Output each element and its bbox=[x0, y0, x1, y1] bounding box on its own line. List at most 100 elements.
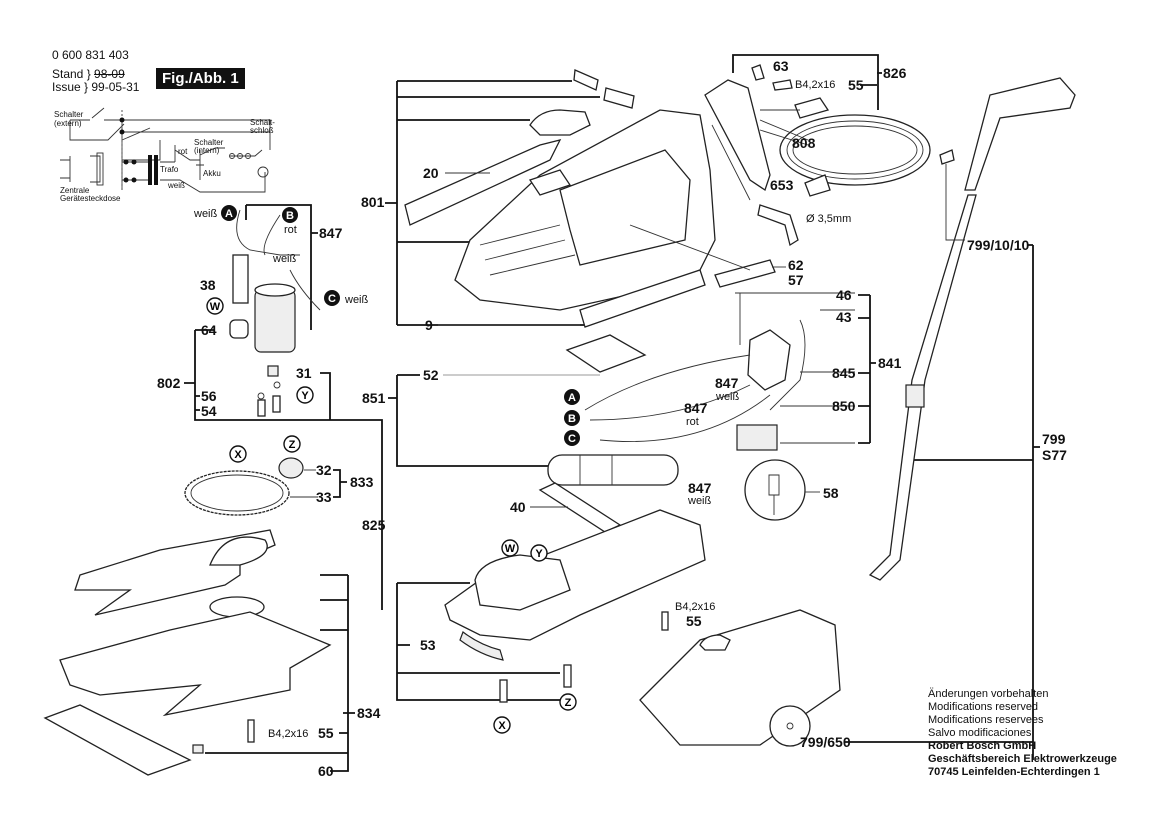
label-834: 834 bbox=[357, 705, 381, 721]
svg-text:A: A bbox=[225, 208, 233, 220]
label-802: 802 bbox=[157, 375, 181, 391]
schematic-switch-external: Schalter bbox=[54, 110, 84, 119]
svg-text:Y: Y bbox=[301, 390, 309, 402]
label-55-charger: 55 bbox=[848, 77, 864, 93]
label-825: 825 bbox=[362, 517, 386, 533]
footer-division: Geschäftsbereich Elektrowerkzeuge bbox=[928, 753, 1117, 765]
callout-c-battery: C bbox=[564, 430, 580, 446]
label-58: 58 bbox=[823, 485, 839, 501]
label-62: 62 bbox=[788, 257, 804, 273]
label-653: 653 bbox=[770, 177, 794, 193]
callout-a-motor: A bbox=[221, 205, 237, 221]
footer-line: Salvo modificaciones bbox=[928, 727, 1032, 739]
label-847-electronics: 847 bbox=[715, 375, 739, 391]
schematic-switch-internal-2: (intern) bbox=[194, 146, 220, 155]
label-43: 43 bbox=[836, 309, 852, 325]
callout-z-housing: Z bbox=[559, 693, 577, 711]
battery-assembly-851: 52 851 40 bbox=[362, 334, 679, 533]
wiring-schematic: Schalter (extern) Schalter (intern) Scha… bbox=[54, 107, 275, 203]
svg-text:Y: Y bbox=[535, 548, 543, 560]
wire-color-b: rot bbox=[284, 224, 297, 236]
svg-text:B: B bbox=[568, 413, 576, 425]
label-55-housing: 55 bbox=[686, 613, 702, 629]
callout-a-battery: A bbox=[564, 389, 580, 405]
callout-c-motor: C bbox=[324, 290, 340, 306]
svg-text:X: X bbox=[498, 720, 506, 732]
label-64: 64 bbox=[201, 322, 217, 338]
housing-assembly-801: 20 801 9 62 57 bbox=[361, 69, 804, 333]
callout-z-gear: Z bbox=[283, 435, 301, 453]
blade-assembly-834: B4,2x16 55 834 60 bbox=[43, 529, 381, 779]
label-799: 799 bbox=[1042, 431, 1066, 447]
screw-spec-housing: B4,2x16 bbox=[675, 601, 715, 613]
label-40: 40 bbox=[510, 499, 526, 515]
footer-notes: Änderungen vorbehalten Modifications res… bbox=[928, 688, 1117, 779]
callout-w-housing: W bbox=[501, 539, 519, 557]
footer-address: 70745 Leinfelden-Echterdingen 1 bbox=[928, 766, 1100, 778]
schematic-socket: Zentrale bbox=[60, 186, 90, 195]
label-60: 60 bbox=[318, 763, 334, 779]
gear-assembly-833: 32 33 833 825 bbox=[184, 457, 386, 533]
label-52: 52 bbox=[423, 367, 439, 383]
footer-company: Robert Bosch GmbH bbox=[928, 740, 1037, 752]
wire-color-electronics: weiß bbox=[715, 391, 740, 403]
footer-line: Modifications reserved bbox=[928, 701, 1039, 713]
label-847-motor: 847 bbox=[319, 225, 343, 241]
schematic-keylock-2: schloß bbox=[250, 126, 274, 135]
wire-color-c: weiß bbox=[344, 294, 369, 306]
label-S77: S77 bbox=[1042, 447, 1067, 463]
stand-label: Stand bbox=[52, 67, 84, 81]
schematic-white: weiß bbox=[167, 181, 185, 190]
callouts: A B C W Y X Z A B C W Y X Z bbox=[206, 205, 580, 734]
motor-assembly-802: weiß rot weiß weiß 847 38 64 802 31 56 5… bbox=[157, 204, 383, 610]
label-31: 31 bbox=[296, 365, 312, 381]
lower-housing: 53 B4,2x16 55 bbox=[396, 509, 715, 703]
callout-w-motor: W bbox=[206, 297, 224, 315]
label-46: 46 bbox=[836, 287, 852, 303]
label-799-10-10: 799/10/10 bbox=[967, 237, 1029, 253]
svg-text:A: A bbox=[568, 392, 576, 404]
label-851: 851 bbox=[362, 390, 386, 406]
svg-text:C: C bbox=[568, 433, 576, 445]
label-63: 63 bbox=[773, 58, 789, 74]
schematic-switch-internal: Schalter bbox=[194, 138, 224, 147]
footer-line: Modifications reservees bbox=[928, 714, 1044, 726]
stand-value: 98-09 bbox=[94, 67, 125, 81]
schematic-switch-external-2: (extern) bbox=[54, 119, 82, 128]
label-53: 53 bbox=[420, 637, 436, 653]
label-847-red: 847 bbox=[684, 400, 708, 416]
wire-color-red: rot bbox=[686, 416, 699, 428]
svg-text:Z: Z bbox=[289, 439, 296, 451]
label-56: 56 bbox=[201, 388, 217, 404]
label-55-blade: 55 bbox=[318, 725, 334, 741]
schematic-transformer: Trafo bbox=[160, 165, 179, 174]
label-9: 9 bbox=[425, 317, 433, 333]
label-808: 808 bbox=[792, 135, 816, 151]
figure-label: Fig./Abb. 1 bbox=[156, 68, 245, 89]
screw-spec-826: B4,2x16 bbox=[795, 79, 835, 91]
svg-text:B: B bbox=[286, 210, 294, 222]
wire-color-motor: weiß bbox=[272, 253, 297, 265]
electronics-assembly-841: 46 43 845 850 841 847 weiß 847 rot 847 w… bbox=[584, 287, 902, 521]
callout-x-housing: X bbox=[493, 716, 511, 734]
footer-line: Änderungen vorbehalten bbox=[928, 688, 1049, 700]
label-799-650: 799/650 bbox=[800, 734, 851, 750]
label-57: 57 bbox=[788, 272, 804, 288]
schematic-red: rot bbox=[178, 147, 188, 156]
schematic-keylock: Schalt- bbox=[250, 118, 275, 127]
issue-label: Issue bbox=[52, 80, 81, 94]
svg-text:X: X bbox=[234, 449, 242, 461]
label-833: 833 bbox=[350, 474, 374, 490]
charger-assembly-826: 63 B4,2x16 55 826 808 653 Ø 3,5mm bbox=[704, 54, 931, 247]
label-841: 841 bbox=[878, 355, 902, 371]
label-847-battery: 847 bbox=[688, 480, 712, 496]
screw-spec-blade: B4,2x16 bbox=[268, 728, 308, 740]
document-number: 0 600 831 403 bbox=[52, 48, 129, 62]
callout-b-motor: B bbox=[282, 207, 298, 223]
wire-color-battery: weiß bbox=[687, 495, 712, 507]
callout-y-housing: Y bbox=[530, 544, 548, 562]
callout-y-motor: Y bbox=[296, 386, 314, 404]
label-801: 801 bbox=[361, 194, 385, 210]
revision-block: Stand } 98-09 Issue } 99-05-31 bbox=[52, 67, 140, 94]
